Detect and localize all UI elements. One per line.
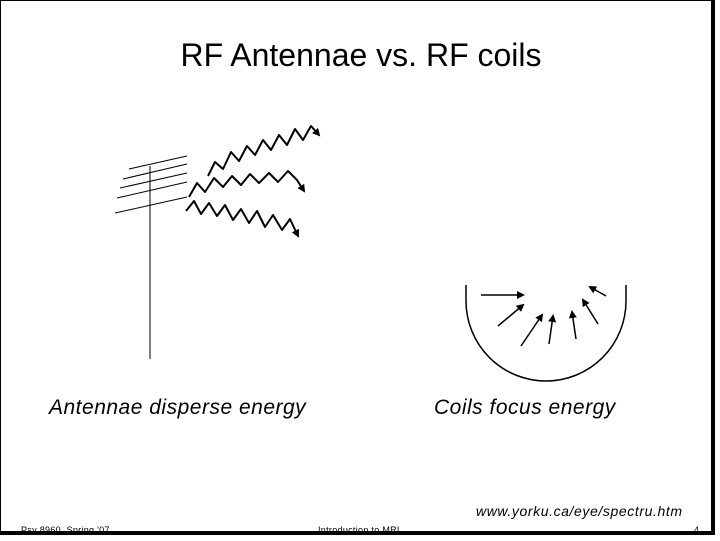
coil-illustration xyxy=(465,285,627,382)
wave-upper xyxy=(207,125,321,177)
footer-lecture: Introduction to MRI xyxy=(318,525,400,535)
antenna-element xyxy=(122,163,188,180)
antenna-element xyxy=(114,196,188,214)
coil-arrow xyxy=(548,314,557,345)
coil-arrow xyxy=(497,303,525,327)
coil-arc xyxy=(465,285,627,382)
page-number: 4 xyxy=(694,525,700,535)
coil-arrow xyxy=(581,298,599,325)
slide-title: RF Antennae vs. RF coils xyxy=(180,37,542,73)
source-link[interactable]: www.yorku.ca/eye/spectru.htm xyxy=(476,503,683,519)
coil-arrow xyxy=(568,310,577,340)
coil-arrow xyxy=(588,286,607,297)
antenna-caption: Antennae disperse energy xyxy=(49,396,307,419)
radio-waves xyxy=(185,125,321,238)
antenna-element xyxy=(116,181,188,199)
coil-caption: Coils focus energy xyxy=(434,396,616,419)
antenna-element xyxy=(128,155,188,170)
antenna-illustration xyxy=(114,155,188,359)
footer-course: Psy 8960, Spring '07 xyxy=(21,525,110,535)
wave-lower xyxy=(185,200,300,238)
antenna-element xyxy=(119,172,188,189)
wave-middle xyxy=(188,170,306,198)
coil-arrow xyxy=(520,313,544,347)
